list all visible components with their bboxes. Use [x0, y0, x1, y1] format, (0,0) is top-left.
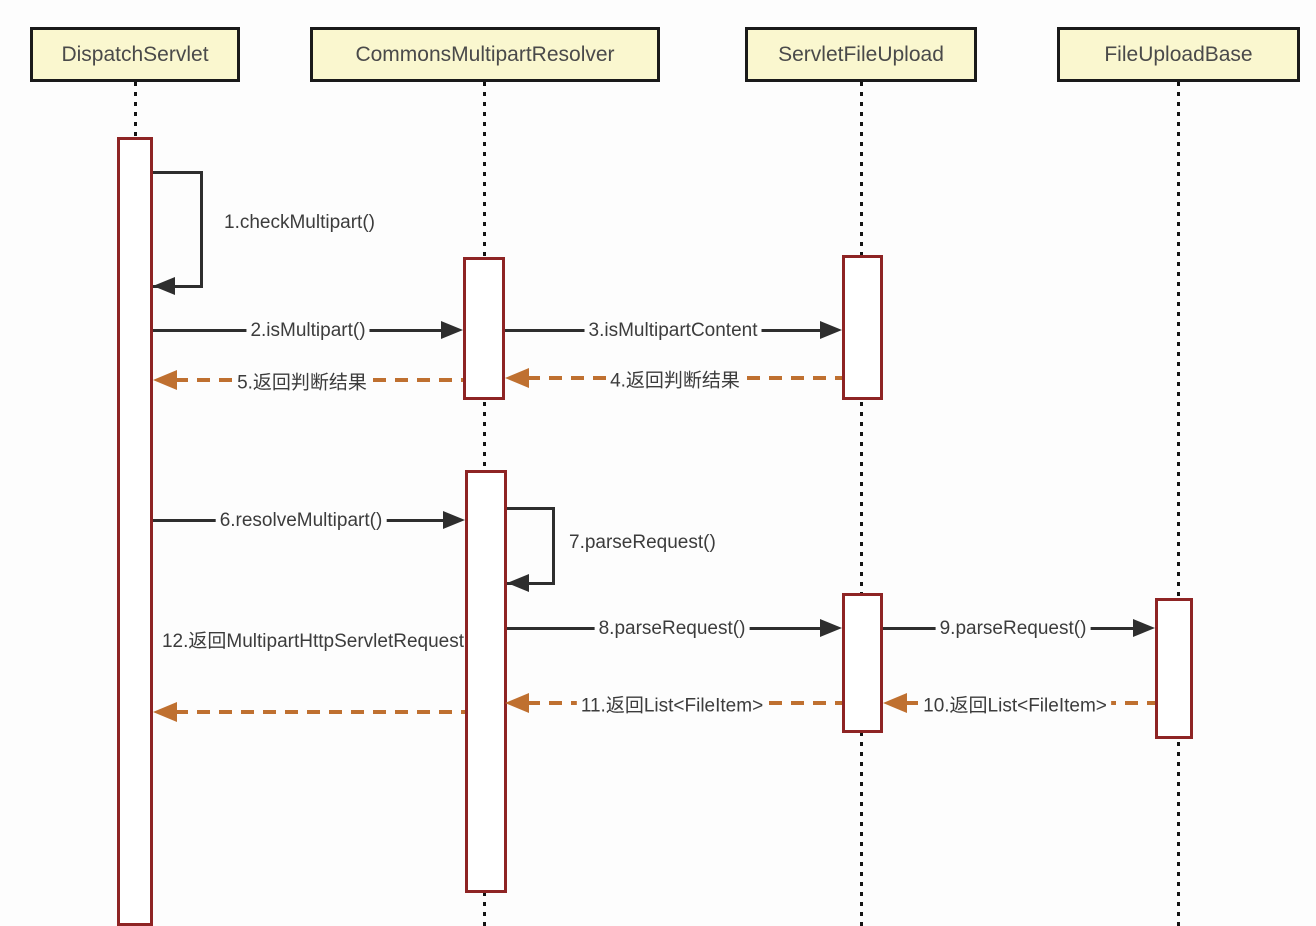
message-6-label: 6.resolveMultipart(): [215, 509, 387, 533]
message-4-arrowhead: [505, 368, 529, 388]
participant-dispatch-servlet: DispatchServlet: [30, 27, 240, 82]
activation-file-upload-base: [1155, 598, 1193, 739]
message-11-arrowhead: [505, 693, 529, 713]
activation-resolver-2: [465, 470, 507, 893]
activation-dispatch-servlet: [117, 137, 153, 926]
lifeline-file-upload-base: [1177, 82, 1180, 926]
message-9-arrowhead: [1133, 619, 1155, 637]
message-11-label: 11.返回List<FileItem>: [576, 689, 768, 719]
message-2-label: 2.isMultipart(): [246, 319, 370, 343]
participant-commons-multipart-resolver: CommonsMultipartResolver: [310, 27, 660, 82]
participant-label: ServletFileUpload: [778, 42, 944, 66]
message-8-arrowhead: [820, 619, 842, 637]
message-7-self-loop: [507, 507, 555, 585]
message-7-label: 7.parseRequest(): [569, 532, 716, 553]
message-3-label: 3.isMultipartContent: [584, 319, 762, 343]
participant-label: FileUploadBase: [1104, 42, 1253, 66]
activation-resolver-1: [463, 257, 505, 400]
lifeline-servlet-file-upload: [860, 82, 863, 926]
message-8-label: 8.parseRequest(): [594, 617, 750, 641]
participant-label: CommonsMultipartResolver: [355, 42, 615, 66]
activation-file-upload-1: [842, 255, 883, 400]
message-2-arrowhead: [441, 321, 463, 339]
message-4-label: 4.返回判断结果: [606, 364, 744, 394]
participant-label: DispatchServlet: [61, 42, 209, 66]
message-3-arrowhead: [820, 321, 842, 339]
message-12-line: [175, 710, 465, 714]
message-6-arrowhead: [443, 511, 465, 529]
message-10-arrowhead: [883, 693, 907, 713]
participant-file-upload-base: FileUploadBase: [1057, 27, 1300, 82]
message-5-arrowhead: [153, 370, 177, 390]
message-9-label: 9.parseRequest(): [935, 617, 1091, 641]
message-1-self-loop: [153, 171, 203, 288]
message-10-label: 10.返回List<FileItem>: [919, 689, 1111, 719]
message-7-arrowhead: [507, 574, 529, 592]
activation-file-upload-2: [842, 593, 883, 733]
message-12-arrowhead: [153, 702, 177, 722]
message-1-arrowhead: [153, 277, 175, 295]
participant-servlet-file-upload: ServletFileUpload: [745, 27, 977, 82]
message-1-label: 1.checkMultipart(): [224, 212, 375, 233]
message-12-label: 12.返回MultipartHttpServletRequest: [161, 631, 464, 652]
message-5-label: 5.返回判断结果: [233, 366, 371, 396]
